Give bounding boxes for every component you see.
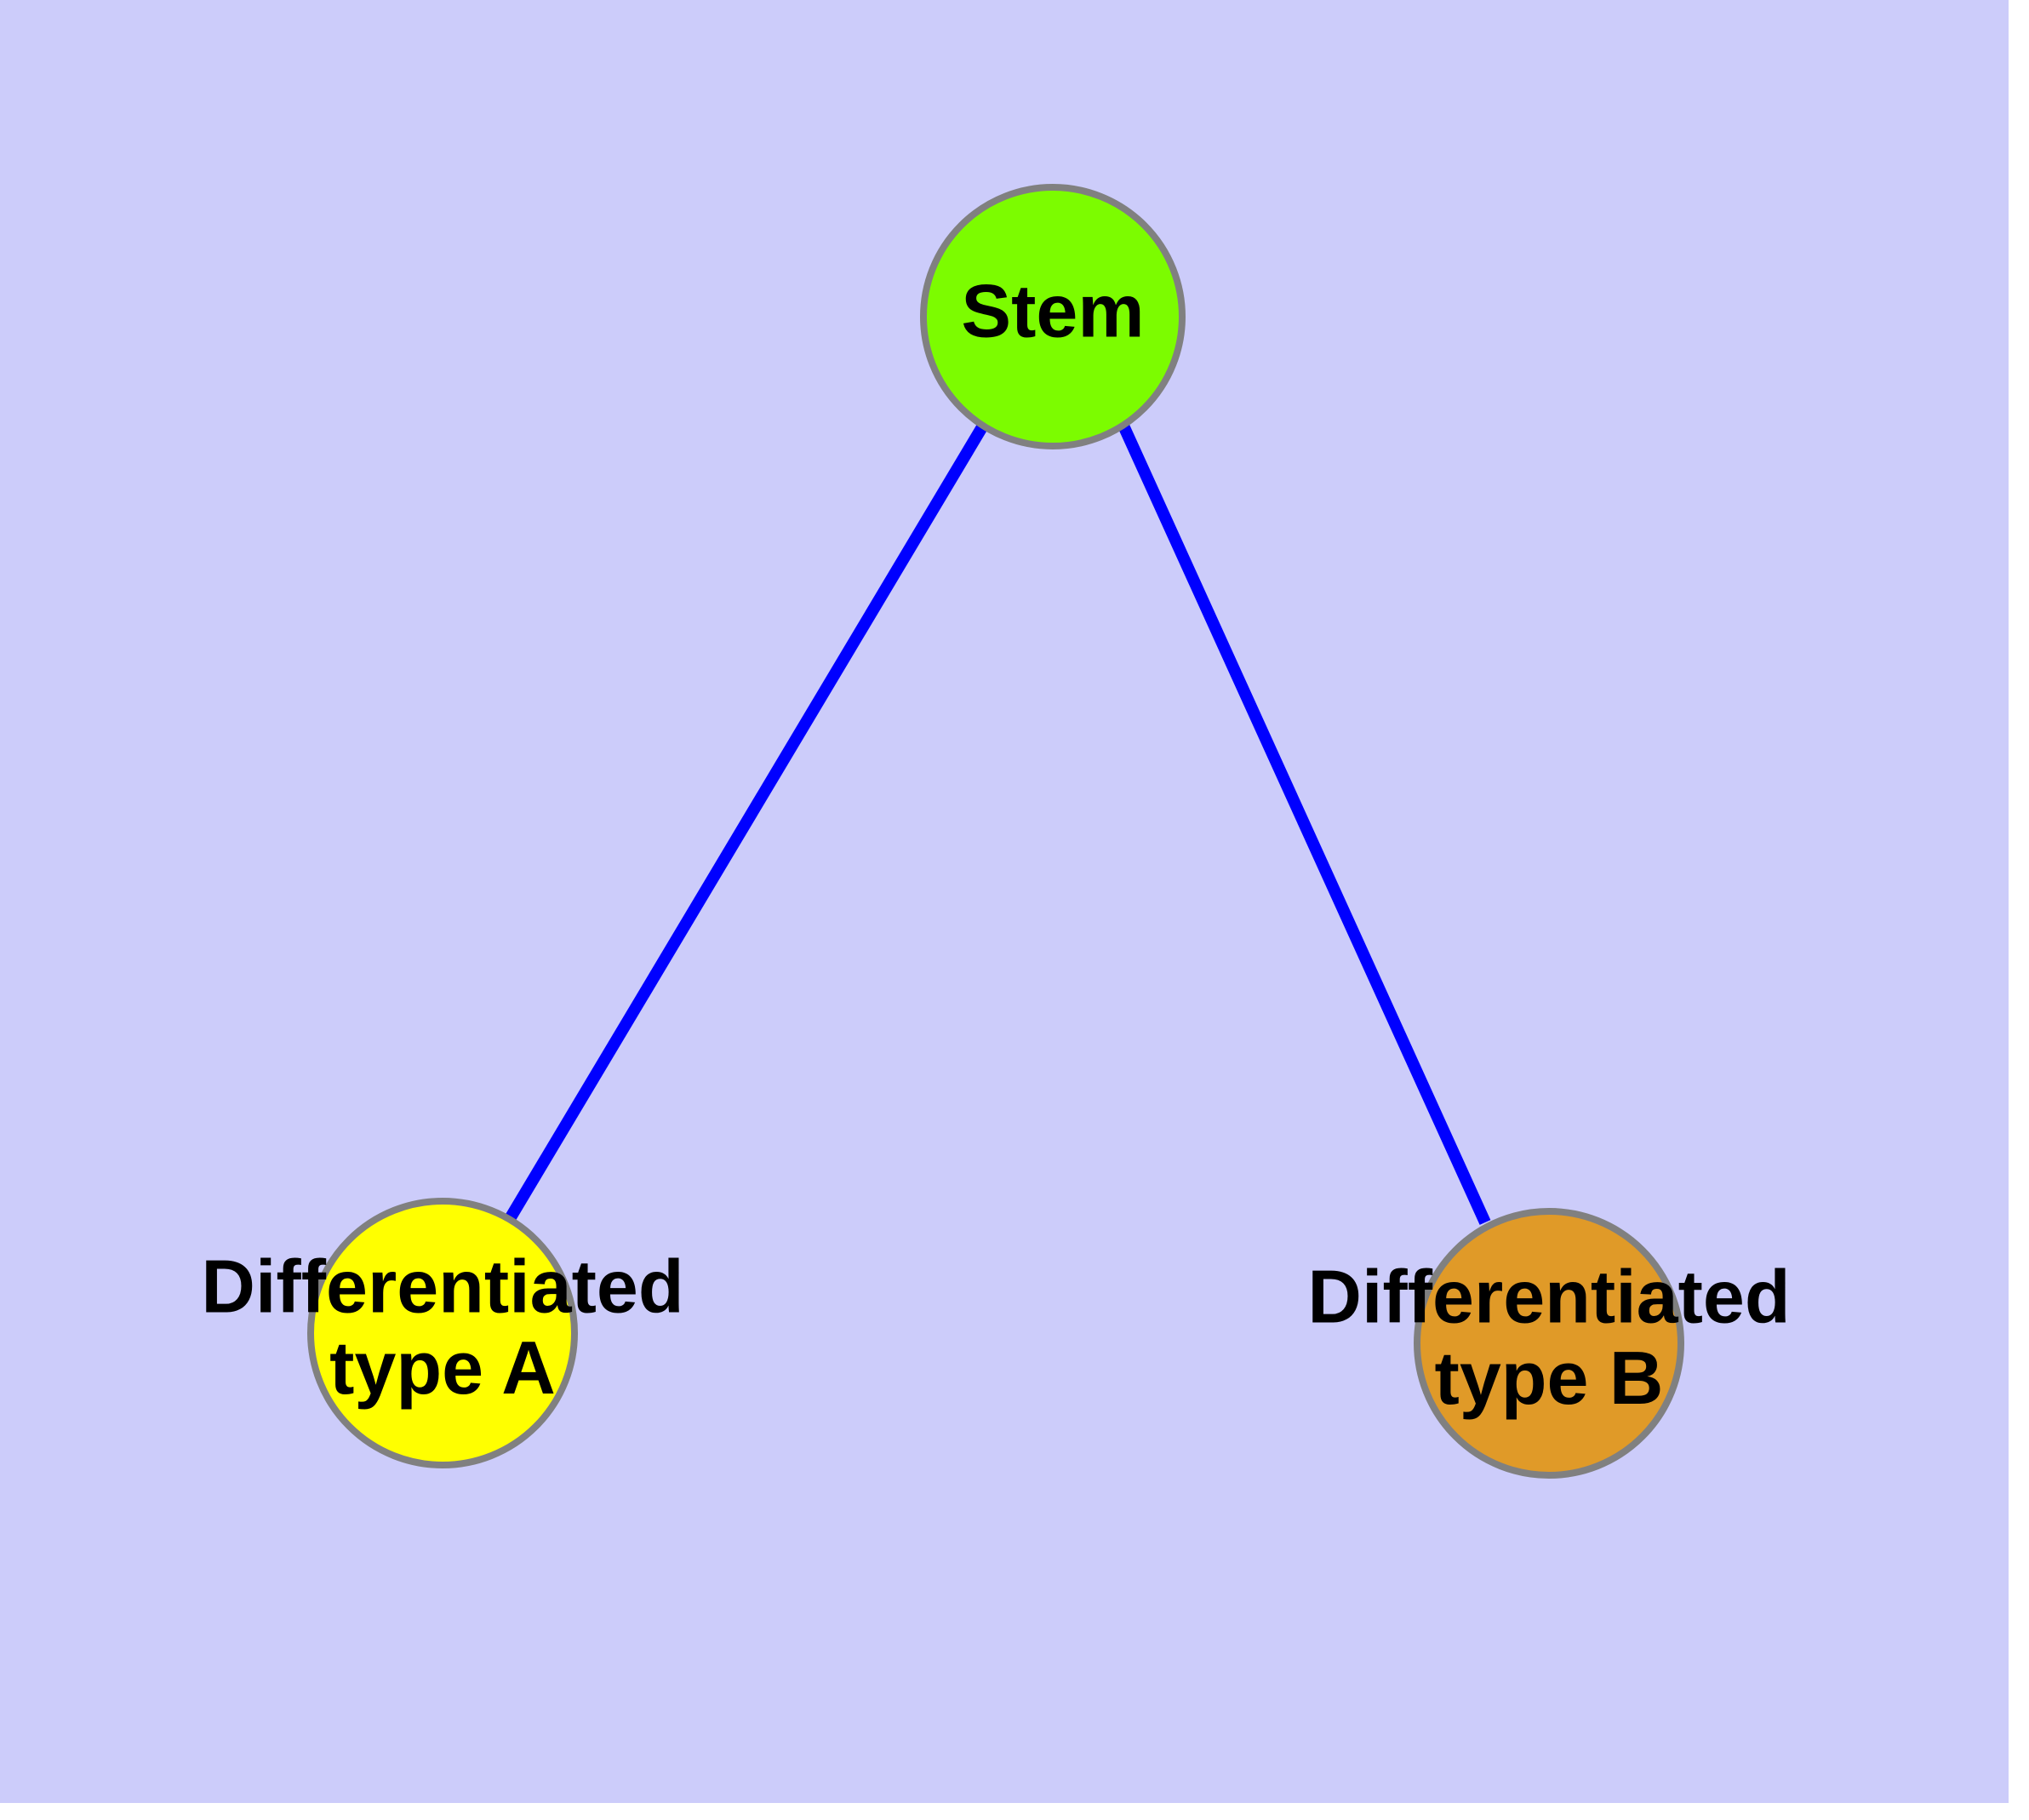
- node-label-diff-a-line-1: type A: [329, 1325, 556, 1410]
- node-label-stem-line-0: Stem: [961, 268, 1144, 352]
- node-label-diff-a-line-0: Differentiated: [201, 1245, 683, 1329]
- node-circle-diff-b[interactable]: [1414, 1208, 1684, 1479]
- node-circle-diff-a[interactable]: [307, 1198, 578, 1468]
- edges-layer: [505, 422, 1491, 1225]
- graph-edge-stem-to-diff-b[interactable]: [1117, 423, 1491, 1225]
- node-label-diff-b-line-0: Differentiated: [1307, 1255, 1790, 1339]
- node-circle-stem[interactable]: [920, 184, 1186, 449]
- graph-edge-stem-to-diff-a[interactable]: [505, 422, 989, 1221]
- node-label-diff-b-line-1: type B: [1435, 1336, 1664, 1420]
- graph-node-stem[interactable]: Stem: [920, 184, 1186, 449]
